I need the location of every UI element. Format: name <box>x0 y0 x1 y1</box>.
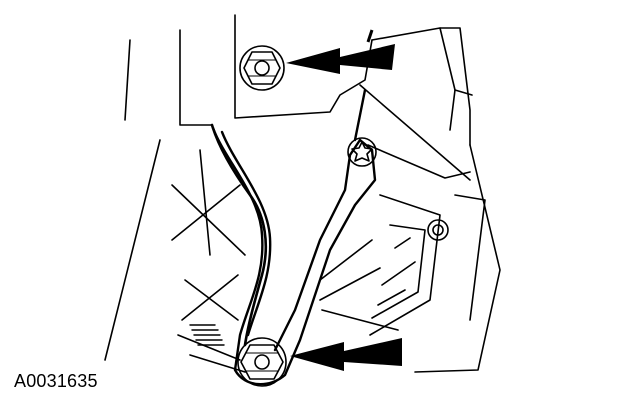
engine-block-outline <box>104 29 246 373</box>
lower-bolt-callout-arrow <box>290 338 402 371</box>
ribbed-boss <box>189 324 225 346</box>
figure-id-label: A0031635 <box>14 371 98 391</box>
support-bracket <box>211 88 377 386</box>
torx-screw <box>347 137 377 167</box>
upper-housing <box>234 14 473 146</box>
threaded-port <box>427 219 449 241</box>
belt-strap <box>210 123 268 347</box>
pump-housing <box>319 84 501 373</box>
upper-bolt-callout-arrow <box>286 29 395 74</box>
lower-bolt <box>237 337 287 387</box>
upper-bolt <box>239 45 285 91</box>
